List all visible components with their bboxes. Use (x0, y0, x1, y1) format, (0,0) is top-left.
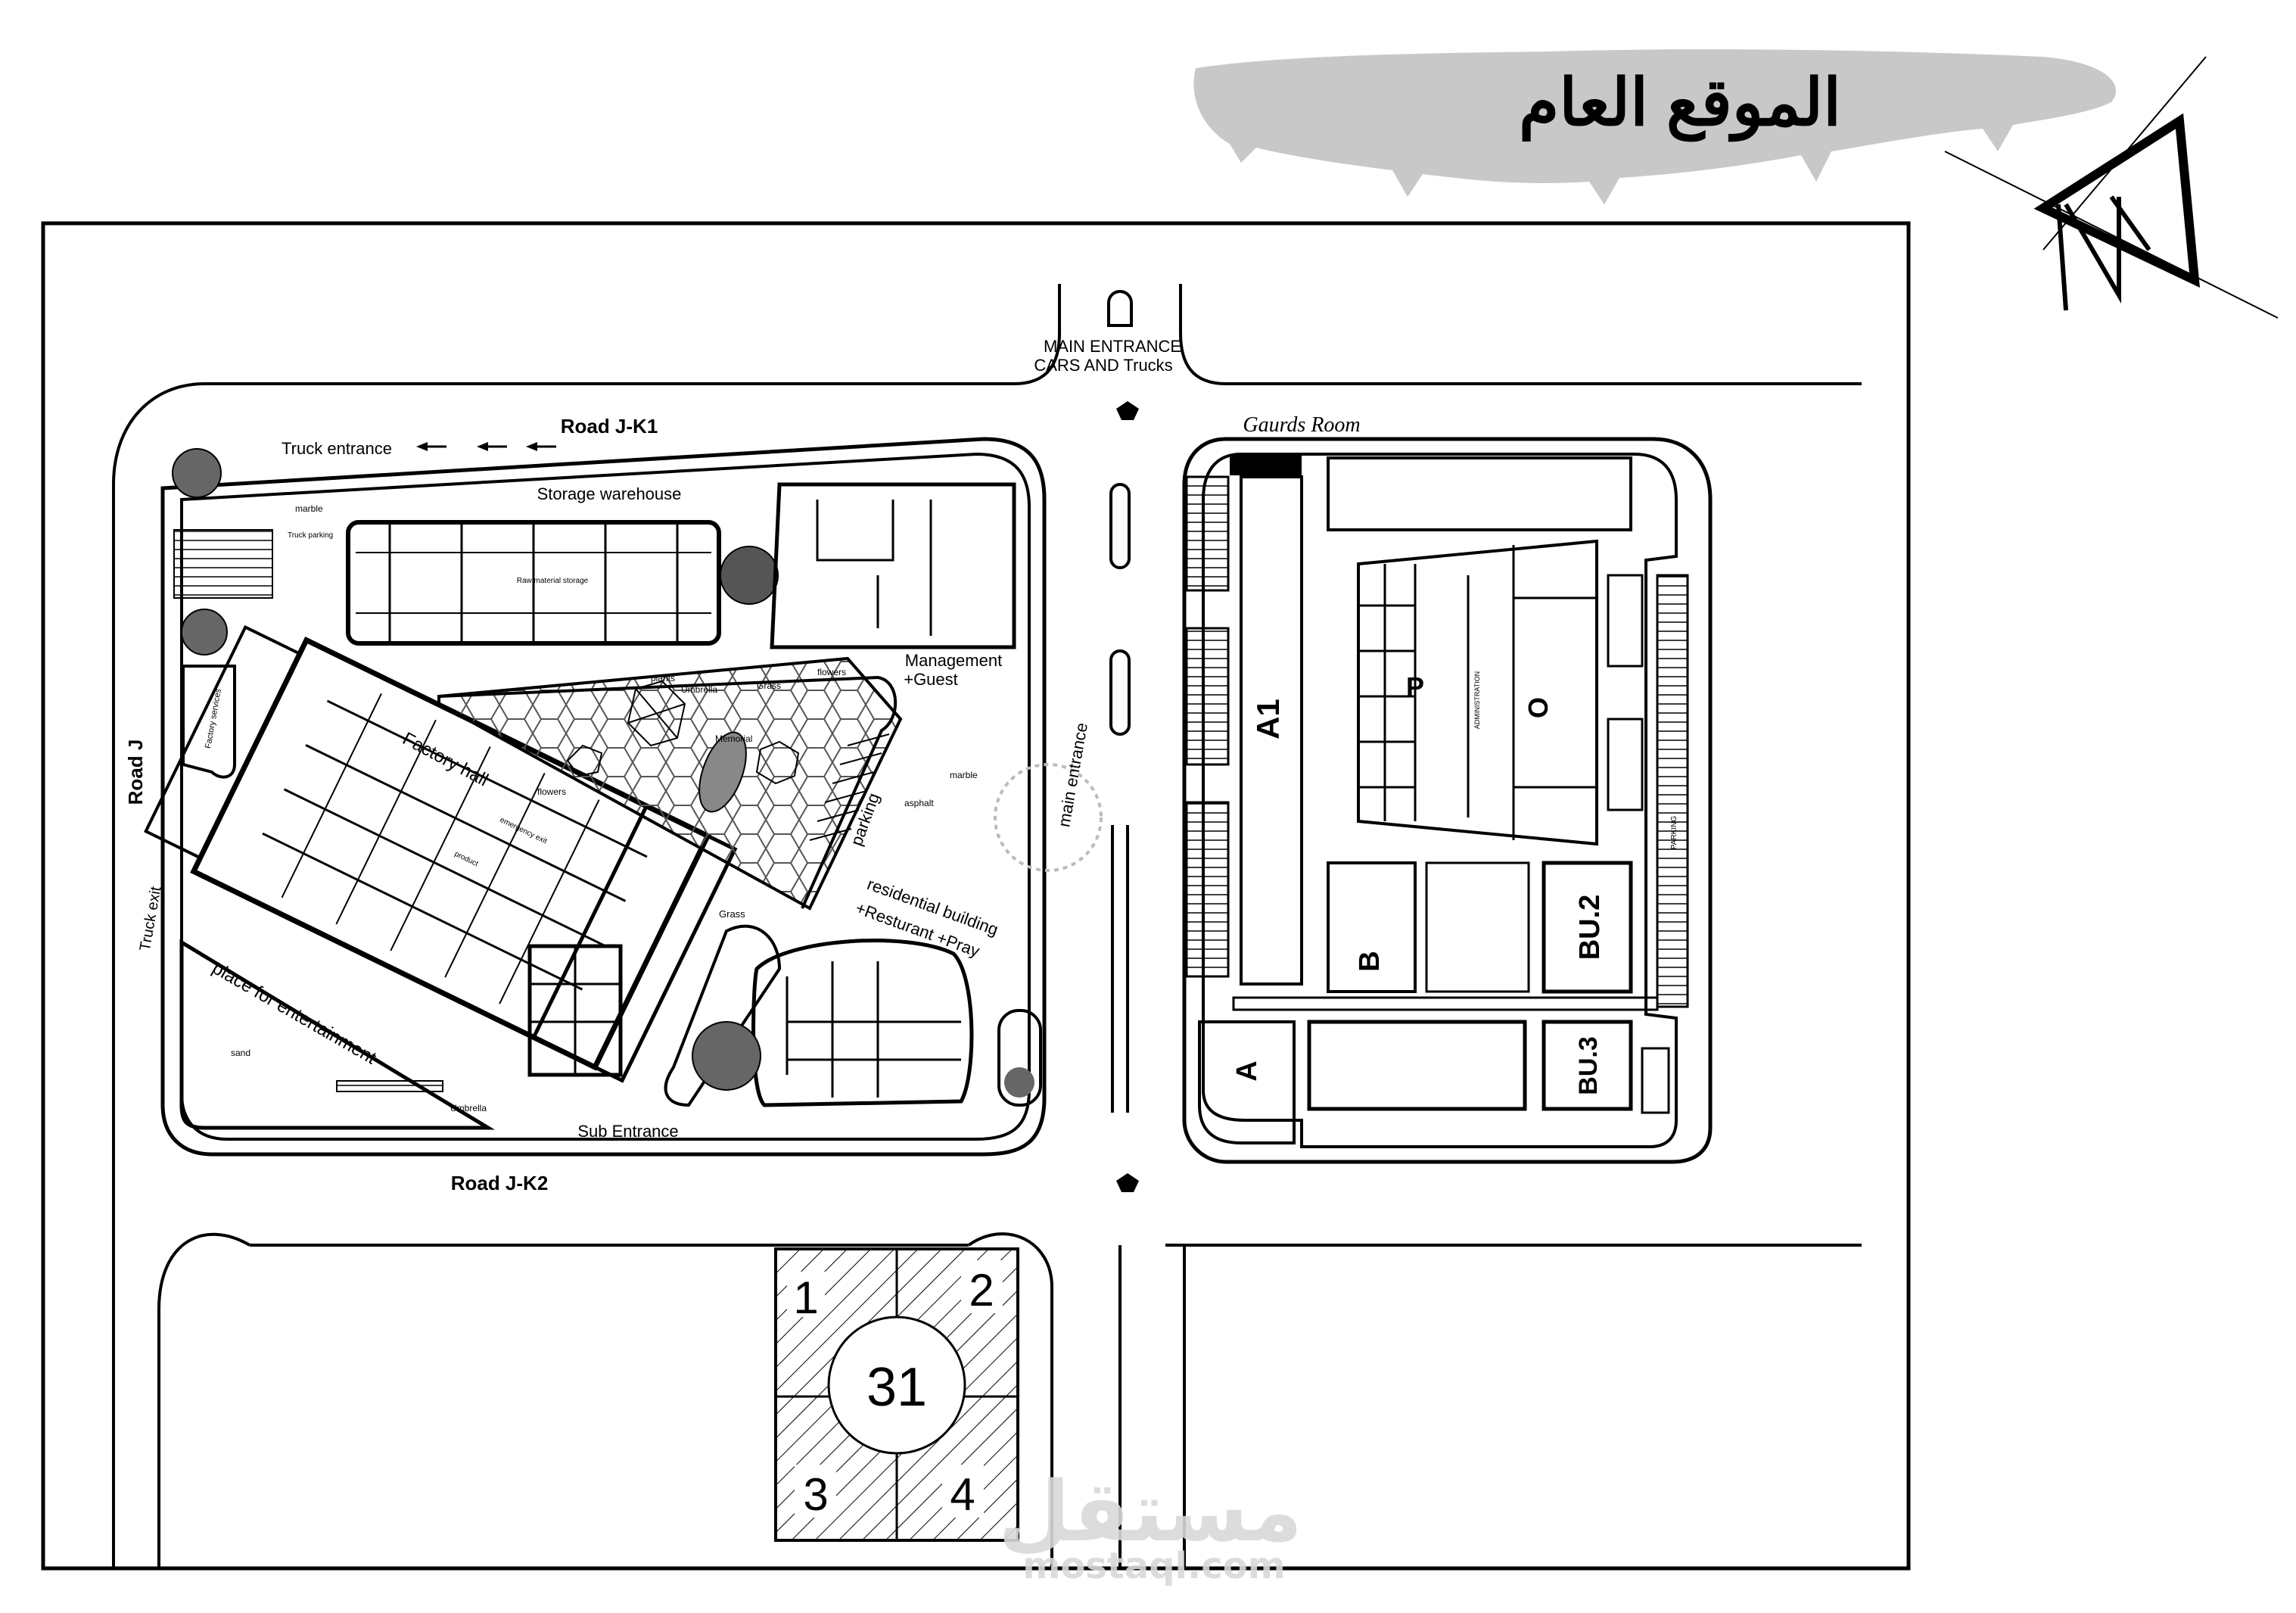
block-b-label: B (1354, 951, 1386, 971)
flowers-label-2: flowers (537, 786, 566, 797)
management-sub-label: +Guest (904, 670, 958, 689)
block-a-label: A (1231, 1060, 1263, 1081)
umbrella-label: Umbrella (681, 684, 717, 695)
road-network (112, 284, 1862, 1567)
plot-number: 31 (866, 1357, 927, 1418)
grass-label: Grass (757, 680, 781, 691)
plants-label: plants (651, 673, 675, 684)
management-label: Management (905, 651, 1002, 670)
drawing-frame (41, 221, 1911, 1571)
asphalt-label: asphalt (904, 798, 934, 808)
watermark-arabic: مستقل (998, 1463, 1302, 1560)
block-p-label: P (1406, 671, 1424, 702)
product-label: product (453, 850, 480, 869)
page-title: الموقع العام (1519, 67, 1841, 142)
administration-label: ADMINISTRATION (1473, 671, 1481, 729)
main-entrance-label: MAIN ENTRANCE (1044, 337, 1181, 356)
sub-entrance-label: Sub Entrance (577, 1122, 678, 1141)
right-site: Gaurds Room A1 P O ADMINISTRATION PARKIN… (1182, 413, 1713, 1164)
plot-part-3: 3 (803, 1469, 828, 1520)
road-left-label: Road J (124, 740, 147, 805)
grass-label-2: Grass (719, 908, 745, 920)
watermark-latin: mostaql.com (1022, 1545, 1285, 1587)
guards-room-label: Gaurds Room (1243, 413, 1360, 437)
block-bu3-label: BU.3 (1574, 1036, 1603, 1095)
sand-label: sand (231, 1048, 250, 1058)
memorial-label: Memorial (715, 733, 752, 744)
plot-part-4: 4 (950, 1469, 975, 1520)
road-bottom-label: Road J-K2 (451, 1172, 549, 1194)
watermark-logo: مستقل mostaql.com (998, 1463, 1302, 1587)
title-banner: الموقع العام (1193, 49, 2116, 205)
block-o-label: O (1523, 697, 1554, 718)
road-top-label: Road J-K1 (561, 415, 658, 438)
factory-hall-label: Factory hall (399, 728, 491, 790)
umbrella-label-2: Umbrella (450, 1103, 487, 1113)
main-entrance-sub-label: CARS AND Trucks (1034, 356, 1172, 375)
truck-parking-label: Truck parking (288, 531, 333, 540)
truck-exit-label: Truck exit (137, 885, 165, 952)
raw-material-label: Raw material storage (517, 577, 589, 585)
flowers-label: flowers (817, 667, 846, 677)
marble-label: marble (950, 770, 978, 780)
factory-site: Storage warehouse Raw material storage T… (137, 437, 1103, 1157)
block-a1-label: A1 (1250, 699, 1286, 740)
factory-services-label: Factory services (204, 688, 223, 749)
storage-warehouse-label: Storage warehouse (537, 484, 682, 503)
emergency-exit-label: emergency exit (499, 816, 549, 846)
main-entrance-vertical-label: main entrance (1054, 721, 1091, 829)
block-bu2-label: BU.2 (1574, 895, 1606, 961)
plot-part-1: 1 (793, 1272, 818, 1323)
plot-part-2: 2 (969, 1265, 994, 1316)
north-arrow-icon (1944, 56, 2279, 319)
parking-small-label: PARKING (1670, 816, 1678, 849)
plot-31: 31 1 2 3 4 (774, 1247, 1019, 1542)
marble-label-top: marble (295, 503, 323, 514)
truck-entrance-label: Truck entrance (282, 439, 392, 458)
